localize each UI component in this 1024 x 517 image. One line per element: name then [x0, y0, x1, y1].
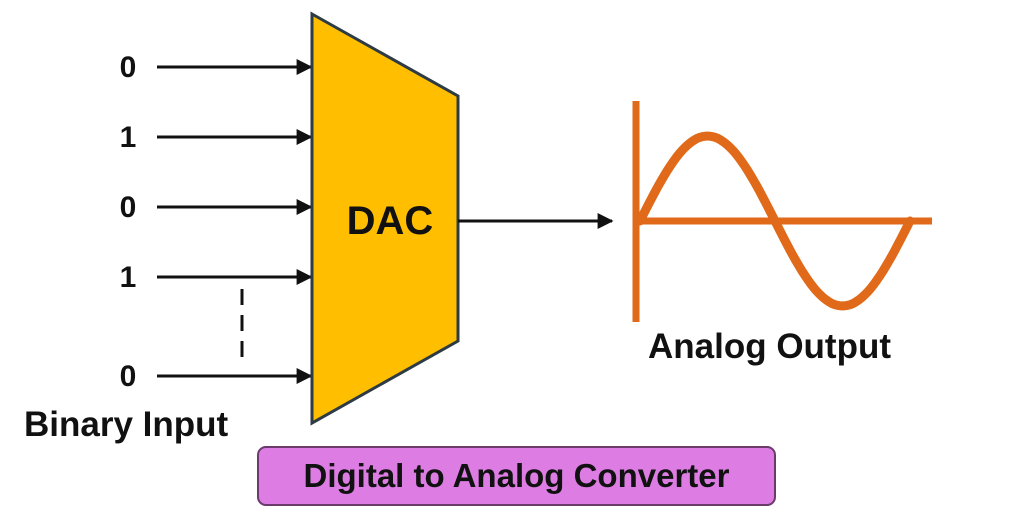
banner-title: Digital to Analog Converter	[303, 457, 730, 494]
bit-label-5: 0	[119, 360, 137, 393]
bit-label-2: 1	[119, 121, 137, 154]
title-banner: Digital to Analog Converter	[257, 446, 776, 506]
bit-label-4: 1	[119, 261, 137, 294]
bit-label-1: 0	[119, 51, 137, 84]
bit-label-3: 0	[119, 191, 137, 224]
binary-input-caption: Binary Input	[24, 405, 229, 444]
analog-output-caption: Analog Output	[648, 327, 892, 366]
sine-wave	[635, 131, 915, 311]
dac-label: DAC	[346, 199, 434, 243]
dac-block	[310, 11, 460, 426]
